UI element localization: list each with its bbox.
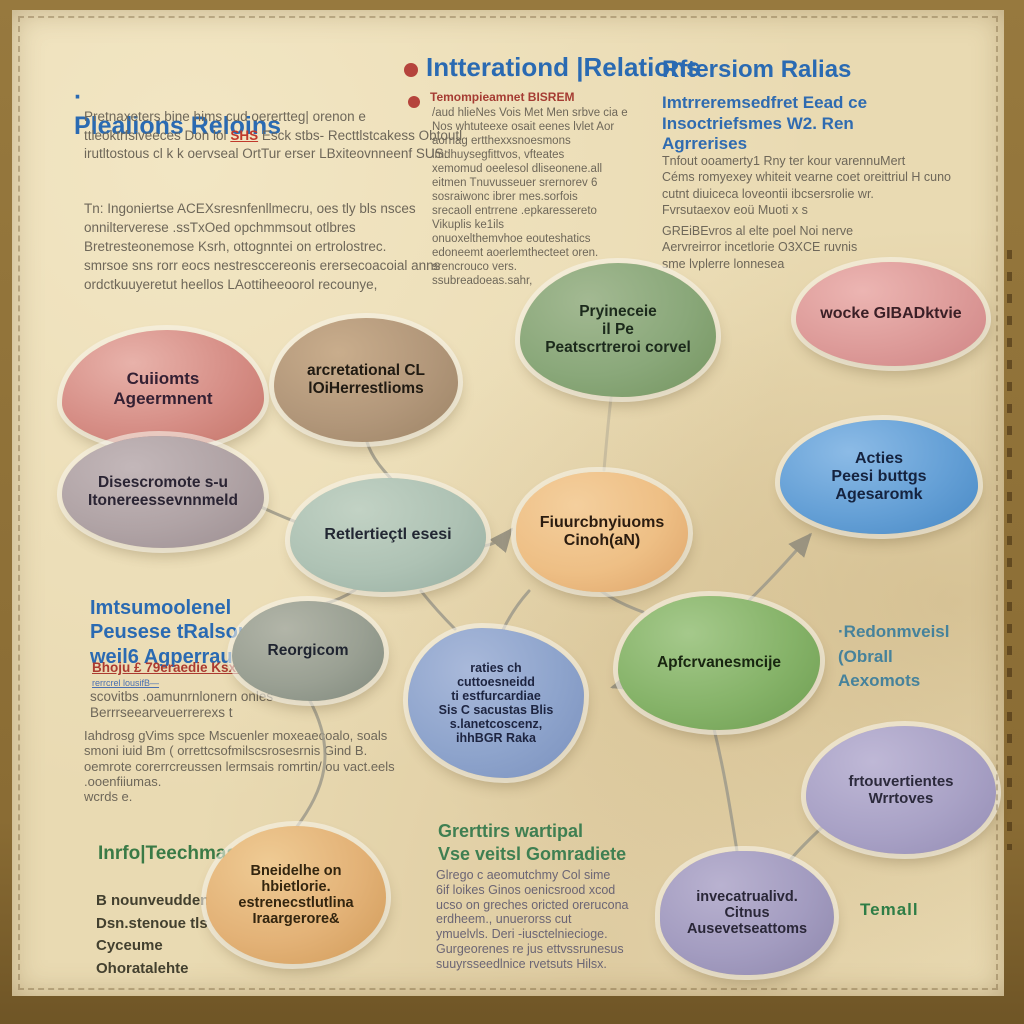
bullet-dot-text: · (74, 83, 83, 111)
list-bottom-left: B nounveuddenes Dsn.stenoue tls Cyceume … (96, 892, 227, 977)
heading-top-left-label: Plealions Reloins (74, 112, 282, 140)
paragraph-mid-left: Iahdrosg gVims spce Mscuenler moxeaecoal… (84, 728, 395, 805)
node-protocol-green: Pryineceie il Pe Peatscrtreroi corvel (520, 263, 716, 397)
node-reorg-gray: Reorgicom (232, 601, 384, 701)
connector-protocol-to-orange (602, 396, 613, 472)
node-associations-purple: invecatrualivd. Citnus Ausevetseattoms (660, 851, 834, 975)
label-bottom-right-temall: Temall (860, 900, 919, 919)
connector-hub-to-blue (419, 589, 457, 631)
label-right-middle: ·Redonmveisl (Obrall Aexomots (838, 622, 950, 691)
connector-hub-to-mauve (259, 505, 301, 525)
node-ratios-blue: raties ch cuttoesneidd ti estfurcardiae … (408, 628, 584, 778)
tiny-blue-line-mid-left: rerrcrel lousifB— (92, 678, 160, 688)
paragraph-top-right-1: Tnfout ooamerty1 Rny ter kour varennuMer… (662, 154, 952, 217)
heading-top-middle: Intterationd |Relations (426, 52, 701, 82)
connector-gray-to-bottom-orange (294, 697, 327, 830)
connector-blue-up (501, 589, 531, 632)
paragraph-top-left-1: Pretnaxeters bine hims cud oerertteg| or… (84, 108, 466, 164)
red-bullet-icon (404, 63, 418, 77)
red-bullet-icon (408, 96, 420, 108)
connector-orange-to-green (599, 589, 645, 614)
node-breaking-orange: Bneidelhe on hbietlorie. estrenecstlutli… (206, 826, 386, 964)
node-investments-purple: frtouvertientes Wrrtoves (806, 726, 996, 854)
node-functions-orange: Fiuurcbnyiuoms Cinoh(aN) (516, 472, 688, 592)
node-approvals-green: Apfcrvanesmcije (618, 596, 820, 730)
connector-green-to-actions-arrow (740, 532, 812, 609)
heading-bottom-middle: Grerttirs wartipal Vse veitsl Gomradiete (438, 821, 627, 865)
paragraph-top-middle: /aud hlieNes Vois Met Men srbve cia e No… (432, 107, 628, 288)
node-clients-agreement: Cuiiomts Ageermnent (62, 330, 264, 448)
node-actions-blue: Acties Peesi buttgs Agesaromk (780, 420, 978, 534)
connector-green-to-associations (712, 727, 739, 853)
red-subheading-top-middle: Temompieamnet BISREM (430, 90, 575, 104)
paragraph-top-right-2: GREiBEvros al elte poel Noi nerve Aervre… (662, 224, 858, 271)
gray-lines-mid-left: scovitbs .oamunrnlonern onles Berrrseear… (90, 689, 274, 720)
paragraph-bottom-middle: Glrego c aeomutchmy Col sime 6if loikes … (436, 868, 629, 971)
subheading-top-right: Imtrreremsedfret Eead ce Insoctriefsmes … (662, 93, 868, 154)
stitch-marks-right (1007, 250, 1012, 850)
node-international-cl: arcretational CL lOiHerrestlioms (274, 318, 458, 442)
connector-tan-to-hub (365, 440, 396, 484)
red-underlined-term: SHS (230, 127, 259, 143)
paragraph-top-left-1b: Esck stbs- Recttlstcakess Obtoutl irutlt… (84, 127, 463, 162)
node-works-gibad: wocke GIBADktvie (796, 262, 986, 366)
heading-top-left: · Plealions Reloins (74, 54, 281, 141)
node-discrepancy-mauve: Disescromote s-u Itonereessevnnmeld (62, 436, 264, 548)
heading-top-right: Rftersiom Ralias (662, 56, 852, 83)
paragraph-top-left-1a: Pretnaxeters bine hims cud oerertteg| or… (84, 109, 366, 143)
node-hub-teal: Retlertieçtl esesi (290, 478, 486, 592)
paragraph-top-left-2: Tn: Ingoniertse ACEXsresnfenllmecru, oes… (84, 201, 441, 292)
heading-bottom-left: Inrfo|Teechmas (98, 843, 238, 864)
